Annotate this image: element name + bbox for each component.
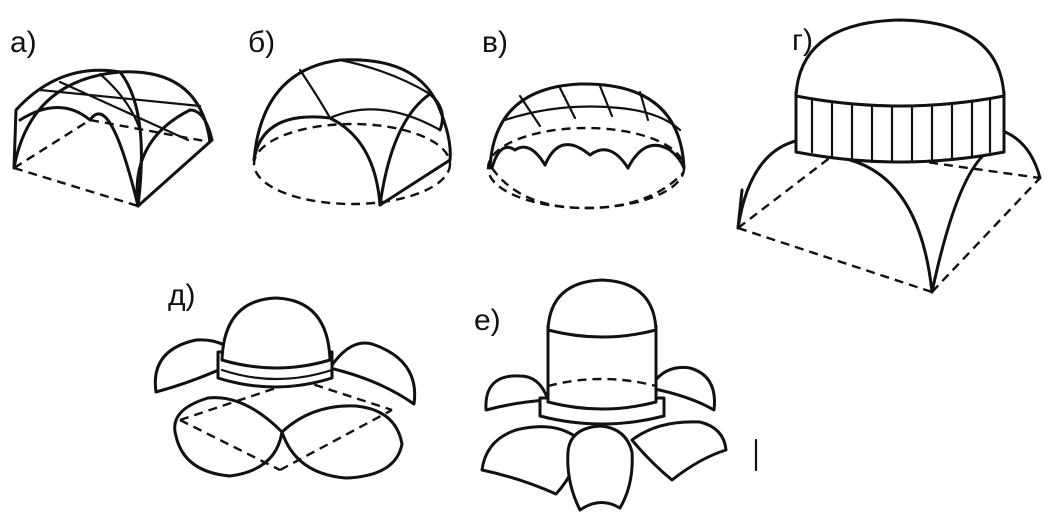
panel-b-cloister-vault: б) (248, 26, 450, 205)
label-v: в) (482, 26, 508, 59)
panel-v-lunette-vault: в) (482, 26, 684, 208)
drum-dome-drawing (482, 280, 756, 510)
panel-g-dome-on-pendentives: г) (738, 20, 1040, 292)
dome-pendentives-drawing (738, 20, 1040, 292)
panel-a-cross-vault: а) (10, 26, 212, 206)
panel-e-dome-on-drum: е) (474, 280, 756, 510)
panel-d-dome-with-half-domes: д) (155, 279, 414, 478)
label-a: а) (10, 26, 37, 59)
cloister-vault-drawing (254, 60, 450, 205)
half-domes-drawing (155, 298, 414, 478)
cross-vault-drawing (14, 70, 212, 206)
label-b: б) (248, 26, 275, 59)
label-e: е) (474, 304, 501, 337)
label-d: д) (168, 279, 196, 312)
lunette-vault-drawing (488, 84, 684, 208)
